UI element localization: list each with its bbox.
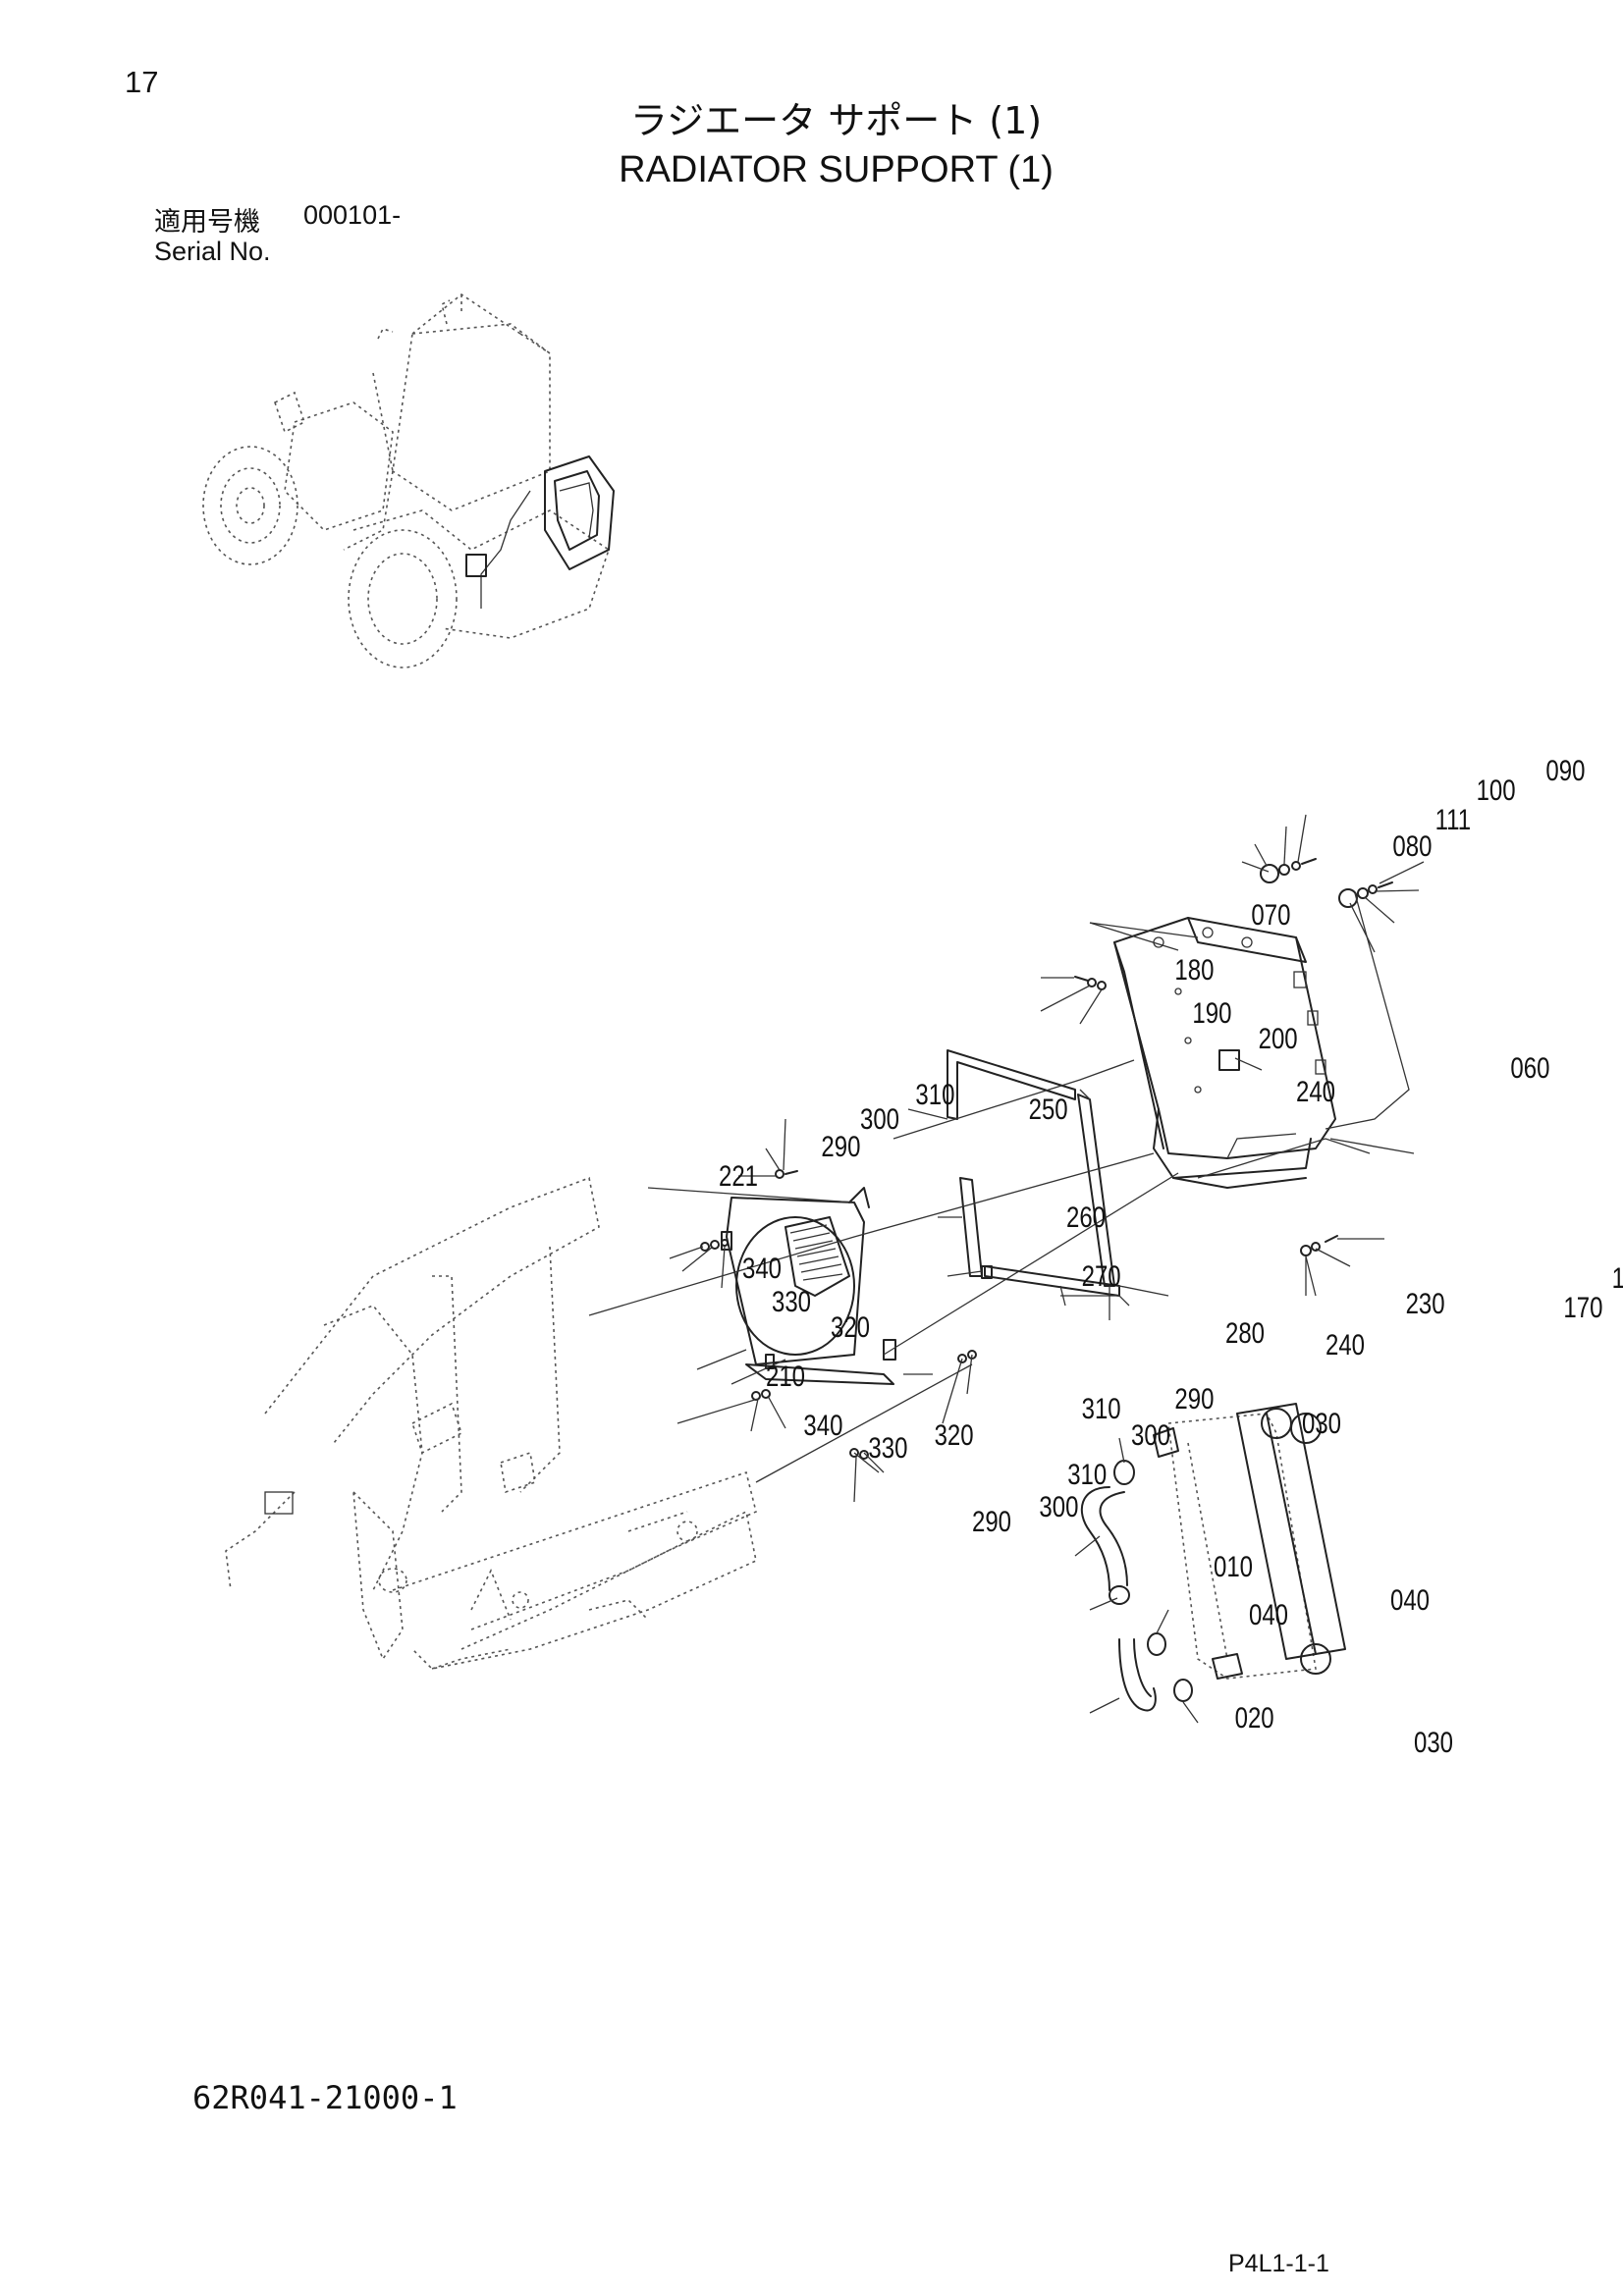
callout-label: 010 [1214,1549,1253,1582]
callout-label: 180 [1174,952,1214,986]
page-title-english: RADIATOR SUPPORT (1) [619,149,1054,190]
callout-label: 200 [1259,1021,1298,1054]
callout-label: 320 [935,1417,974,1451]
callout-label: 190 [1192,995,1231,1029]
radiator-support-frame-illustration [1113,917,1336,1189]
callout-label: 340 [742,1251,782,1284]
serial-label-japanese: 適用号機 [154,207,260,238]
callout-label: 310 [915,1077,954,1110]
page-title-japanese: ラジエータ サポート (1) [629,99,1043,142]
callout-label: 210 [766,1359,805,1392]
front-frame-illustration [225,1176,757,1670]
radiator-core-illustration [1153,1403,1346,1680]
callout-label: 330 [868,1430,907,1464]
callout-label: 100 [1477,773,1516,806]
callout-label: 040 [1390,1582,1430,1616]
callout-label: 240 [1296,1074,1335,1107]
callout-label: 270 [1082,1258,1121,1292]
callout-label: 030 [1302,1406,1341,1439]
callout-label: 020 [1235,1700,1274,1734]
drawing-number: 62R041-21000-1 [192,2079,458,2116]
callout-label: 310 [1067,1457,1107,1490]
callout-label: 300 [1039,1489,1078,1522]
callout-label: 221 [719,1158,758,1192]
callout-label: 030 [1414,1725,1453,1758]
callout-label: 090 [1545,753,1585,786]
callout-label: 040 [1249,1597,1288,1630]
machine-overview-illustration [202,294,615,668]
leader-lines [588,814,1425,1724]
callout-labels: 090 100 111 080 120 130 141 080 070 180 … [719,753,1623,1758]
serial-number-value: 000101- [303,200,402,230]
radiator-hoses-illustration [1080,1460,1193,1712]
callout-label: 250 [1029,1092,1068,1125]
callout-label: 290 [821,1129,860,1162]
callout-label: 160 [1612,1260,1623,1294]
serial-label-english: Serial No. [154,237,271,266]
callout-label: 060 [1510,1050,1549,1084]
callout-label: 280 [1225,1315,1265,1349]
callout-label: 320 [831,1309,870,1343]
callout-label: 290 [1174,1381,1214,1415]
callout-label: 080 [1392,828,1432,862]
callout-label: 170 [1563,1290,1602,1323]
page-number: 17 [125,65,159,99]
callout-label: 330 [772,1284,811,1317]
callout-label: 290 [972,1504,1011,1537]
page-code: P4L1-1-1 [1228,2250,1329,2277]
callout-label: 260 [1066,1200,1106,1233]
seal-strips-illustration [947,1049,1130,1307]
callout-label: 111 [1435,802,1471,835]
callout-label: 310 [1082,1391,1121,1424]
callout-label: 070 [1251,897,1290,931]
callout-label: 230 [1406,1286,1445,1319]
callout-label: 300 [860,1101,899,1135]
callout-label: 300 [1131,1417,1170,1451]
callout-label: 240 [1325,1327,1365,1361]
callout-label: 340 [803,1408,842,1441]
